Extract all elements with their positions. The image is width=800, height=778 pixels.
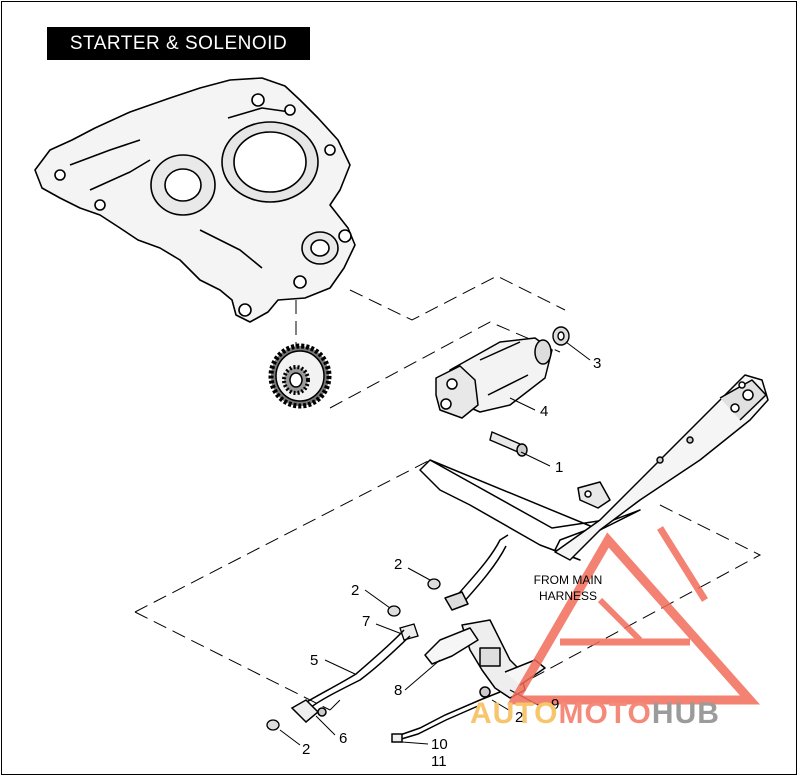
- callout-9: 9: [551, 696, 560, 713]
- callout-2-b: 2: [351, 582, 360, 599]
- watermark-moto: MOTO: [558, 697, 652, 730]
- nut-part-3: [552, 326, 570, 346]
- solenoid-wire: [391, 691, 501, 743]
- callout-6: 6: [339, 730, 348, 747]
- watermark-logo: AUTOMOTOHUB: [470, 697, 720, 731]
- callout-2-a: 2: [394, 556, 403, 573]
- callout-4: 4: [540, 403, 549, 420]
- nut-part-2-mid: [387, 605, 401, 617]
- ground-cable: [290, 629, 411, 724]
- nut-part-2-top: [427, 578, 441, 590]
- watermark-hub: HUB: [651, 697, 720, 730]
- callout-11: 11: [431, 753, 447, 770]
- harness-label-line1: FROM MAIN: [533, 573, 603, 587]
- harness-label-line2: HARNESS: [538, 589, 597, 603]
- watermark-auto: AUTO: [470, 697, 559, 730]
- starter-motor: [435, 337, 553, 419]
- watermark-triangle: [507, 526, 761, 705]
- callout-8: 8: [394, 682, 403, 699]
- callout-2-c: 2: [302, 741, 311, 758]
- callout-10: 10: [431, 736, 448, 753]
- callout-1: 1: [555, 459, 564, 476]
- harness-label: FROM MAIN HARNESS: [518, 572, 618, 604]
- washer-part-7: [399, 623, 419, 641]
- starter-drive-gear: [268, 343, 332, 409]
- crankcase: [34, 77, 356, 323]
- positive-battery-cable: [554, 374, 769, 561]
- diagram-title: STARTER & SOLENOID: [47, 27, 310, 60]
- nut-part-2-bottom: [266, 719, 280, 731]
- callout-2-d: 2: [515, 709, 524, 726]
- callout-5: 5: [310, 652, 319, 669]
- callout-7: 7: [362, 613, 371, 630]
- callout-3: 3: [593, 355, 602, 372]
- bolt-part-1: [489, 431, 528, 457]
